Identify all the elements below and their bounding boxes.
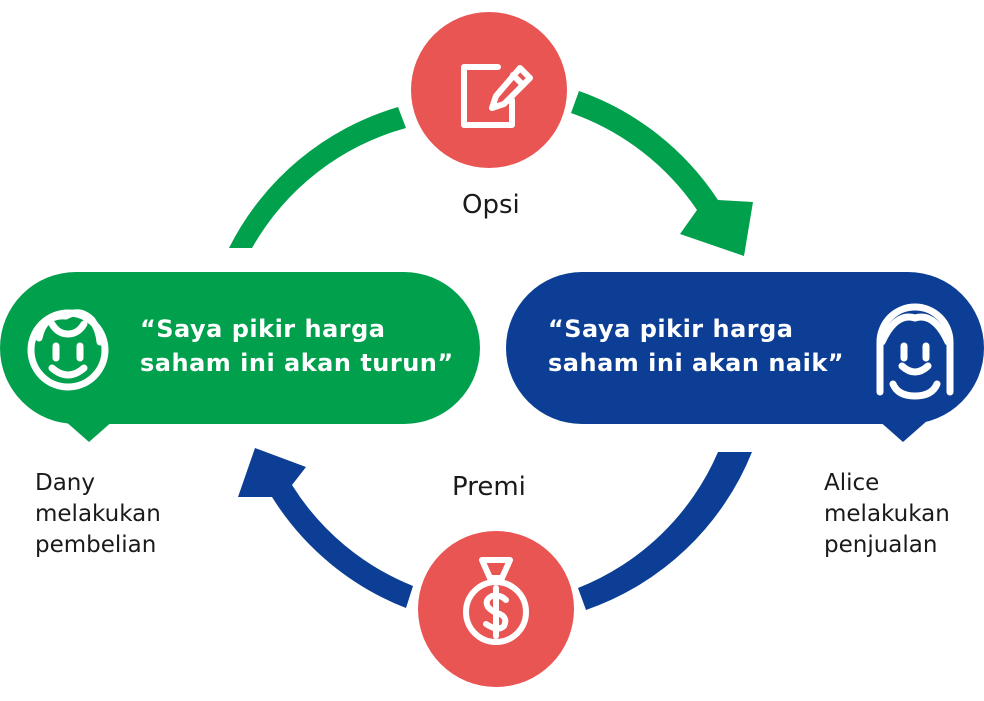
seller-bubble — [506, 272, 984, 424]
option-node-circle — [411, 12, 567, 168]
premium-label: Premi — [452, 472, 526, 503]
seller-quote: “Saya pikir harga saham ini akan naik” — [548, 312, 844, 380]
buyer-caption: Dany melakukan pembelian — [35, 468, 161, 561]
buyer-quote-line-1: “Saya pikir harga — [140, 315, 386, 343]
seller-caption-line-2: melakukan — [824, 501, 950, 527]
buyer-bubble — [0, 272, 480, 424]
buyer-caption-line-3: pembelian — [35, 532, 157, 558]
premium-label-text: Premi — [452, 472, 526, 502]
buyer-quote: “Saya pikir harga saham ini akan turun” — [140, 312, 454, 380]
arc-seller-to-premium — [578, 452, 752, 610]
buyer-caption-line-1: Dany — [35, 470, 95, 496]
seller-caption-line-1: Alice — [824, 470, 880, 496]
seller-bubble-tail — [878, 420, 928, 442]
buyer-caption-line-2: melakukan — [35, 501, 161, 527]
money-bag-dollar-icon — [463, 557, 529, 645]
option-label: Opsi — [462, 190, 520, 221]
seller-caption-line-3: penjualan — [824, 532, 938, 558]
document-edit-icon — [461, 64, 533, 128]
arrow-option-to-seller — [571, 91, 753, 256]
face-boy-icon — [27, 309, 109, 391]
seller-quote-line-1: “Saya pikir harga — [548, 315, 794, 343]
option-label-text: Opsi — [462, 190, 520, 220]
face-girl-icon — [876, 303, 954, 400]
seller-quote-line-2: saham ini akan naik” — [548, 349, 845, 377]
buyer-bubble-tail — [64, 420, 114, 442]
arrow-premium-to-buyer — [238, 448, 413, 608]
seller-caption: Alice melakukan penjualan — [824, 468, 950, 561]
arc-buyer-to-option — [229, 107, 406, 248]
buyer-quote-line-2: saham ini akan turun” — [140, 349, 454, 377]
